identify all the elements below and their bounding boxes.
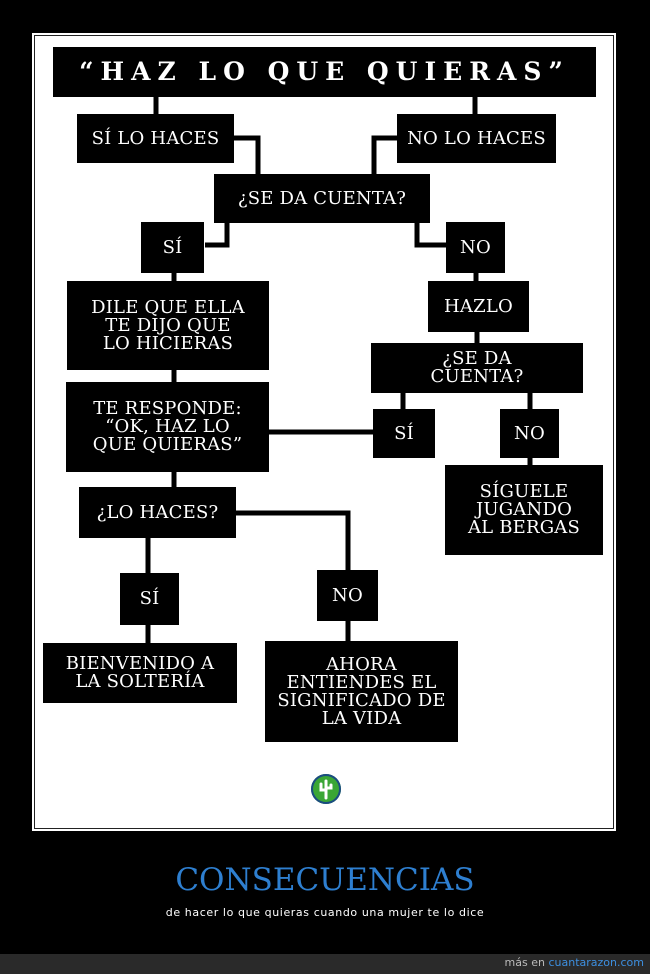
node-si-2: SÍ — [373, 409, 435, 458]
node-no-1: NO — [446, 222, 505, 273]
node-se-da-cuenta-2: ¿SE DA CUENTA? — [371, 343, 583, 393]
node-bienvenido: BIENVENIDO A LA SOLTERÍA — [43, 643, 237, 703]
node-si-1: SÍ — [141, 222, 204, 273]
node-no-lo-haces: NO LO HACES — [397, 114, 556, 163]
node-si-3: SÍ — [120, 573, 179, 625]
node-no-3: NO — [317, 570, 378, 621]
node-hazlo: HAZLO — [428, 281, 529, 332]
footer-prefix: más en — [504, 956, 545, 969]
node-dile: DILE QUE ELLA TE DIJO QUE LO HICIERAS — [67, 281, 269, 370]
node-se-da-cuenta-1: ¿SE DA CUENTA? — [214, 174, 430, 223]
caption-title: CONSECUENCIAS — [175, 862, 475, 898]
node-te-responde: TE RESPONDE: “OK, HAZ LO QUE QUIERAS” — [66, 382, 269, 472]
node-si-lo-haces: SÍ LO HACES — [77, 114, 234, 163]
flowchart-title: “HAZ LO QUE QUIERAS” — [53, 47, 596, 97]
footer-site-link[interactable]: cuantarazon.com — [548, 956, 644, 969]
node-siguele: SÍGUELE JUGANDO AL BERGAS — [445, 465, 603, 555]
footer-credit: más en cuantarazon.com — [505, 956, 644, 969]
node-ahora: AHORA ENTIENDES EL SIGNIFICADO DE LA VID… — [265, 641, 458, 742]
footer-bar: más en cuantarazon.com — [0, 954, 650, 974]
node-no-2: NO — [500, 409, 559, 458]
caption-subtitle: de hacer lo que quieras cuando una mujer… — [165, 906, 485, 919]
node-lo-haces: ¿LO HACES? — [79, 487, 236, 538]
cactus-icon — [311, 774, 341, 804]
